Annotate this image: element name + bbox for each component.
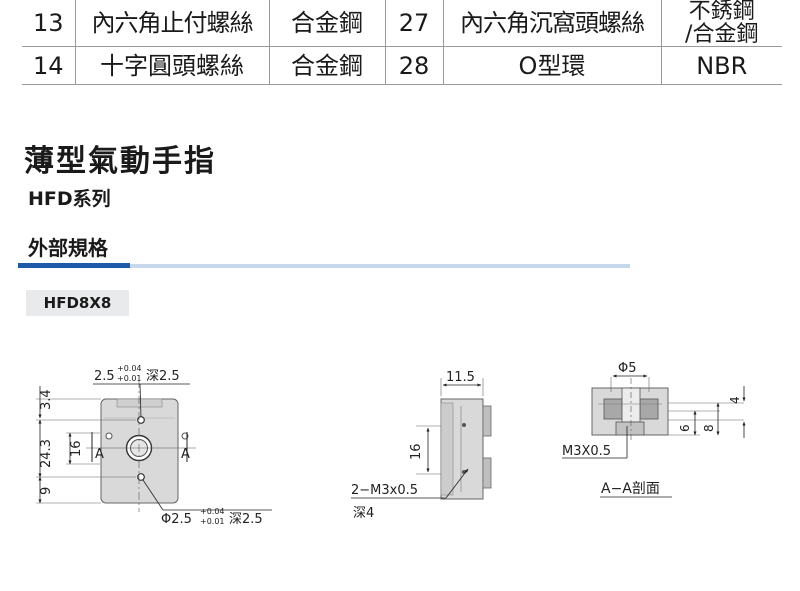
part-material: 合金鋼 <box>268 0 386 48</box>
table-row: 14 十字圓頭螺絲 合金鋼 28 O型環 NBR <box>22 46 782 86</box>
series-label: HFD系列 <box>28 188 111 210</box>
part-name: 內六角止付螺絲 <box>74 0 270 48</box>
dim-16: 16 <box>409 443 424 460</box>
part-material: NBR <box>660 46 782 86</box>
dim-top-tol-plus: +0.04 <box>117 364 142 373</box>
model-tag: HFD8X8 <box>26 290 129 316</box>
top-hole <box>137 416 145 424</box>
side-view: 11.5 16 2−M3x0.5 深4 <box>351 370 492 521</box>
section-marker-a: A <box>95 447 104 462</box>
dim-4: 4 <box>728 396 742 404</box>
dim-top-depth: 深2.5 <box>146 369 180 384</box>
dim-phi5: Φ5 <box>618 361 637 376</box>
part-number: 28 <box>384 46 444 86</box>
dim-bottom-tol-minus: +0.01 <box>200 517 225 526</box>
dim-bottom-tol-plus: +0.04 <box>200 507 225 516</box>
section-underline-accent <box>18 263 130 268</box>
technical-drawing: A A 2.5 +0.04 +0.01 深2.5 3.4 24.3 16 9 Φ… <box>36 361 746 527</box>
section-view: Φ5 4 6 8 M3X0.5 A−A剖面 <box>562 361 746 498</box>
part-material: 合金鋼 <box>268 46 386 86</box>
dim-24-3: 24.3 <box>39 439 54 468</box>
part-number: 14 <box>22 46 76 86</box>
part-material: 不銹鋼 /合金鋼 <box>660 0 782 48</box>
part-name: O型環 <box>442 46 662 86</box>
dim-6: 6 <box>678 424 692 432</box>
dim-thread-depth: 深4 <box>353 506 374 521</box>
bottom-hole <box>137 473 145 481</box>
dim-3-4: 3.4 <box>39 389 54 410</box>
dim-bottom-depth: 深2.5 <box>229 512 263 527</box>
part-material-line: 不銹鋼 <box>688 0 755 24</box>
section-marker-a: A <box>181 447 190 462</box>
part-number: 13 <box>22 0 76 48</box>
part-number: 27 <box>384 0 444 48</box>
part-material-line: /合金鋼 <box>685 22 759 47</box>
parts-table: 13 內六角止付螺絲 合金鋼 27 內六角沉窩頭螺絲 不銹鋼 /合金鋼 14 十… <box>22 0 782 86</box>
dim-top-hole: 2.5 <box>94 369 115 384</box>
dim-16: 16 <box>69 440 84 457</box>
dim-bottom-hole: Φ2.5 <box>161 512 192 527</box>
dim-9: 9 <box>39 487 54 495</box>
dim-8: 8 <box>702 424 716 432</box>
part-name: 十字圓頭螺絲 <box>74 46 270 86</box>
part-name: 內六角沉窩頭螺絲 <box>442 0 662 48</box>
front-view: A A 2.5 +0.04 +0.01 深2.5 3.4 24.3 16 9 Φ… <box>36 364 272 527</box>
table-row: 13 內六角止付螺絲 合金鋼 27 內六角沉窩頭螺絲 不銹鋼 /合金鋼 <box>22 0 782 48</box>
dim-thread: M3X0.5 <box>562 444 611 459</box>
side-hole <box>105 432 113 440</box>
gripper-jaw-top <box>116 398 163 408</box>
section-underline <box>130 264 630 268</box>
page-title: 薄型氣動手指 <box>24 144 216 179</box>
section-caption: A−A剖面 <box>601 481 660 497</box>
section-heading: 外部規格 <box>28 236 108 260</box>
dim-thread: 2−M3x0.5 <box>351 483 418 498</box>
dim-11-5: 11.5 <box>446 370 475 385</box>
dim-top-tol-minus: +0.01 <box>117 374 142 383</box>
